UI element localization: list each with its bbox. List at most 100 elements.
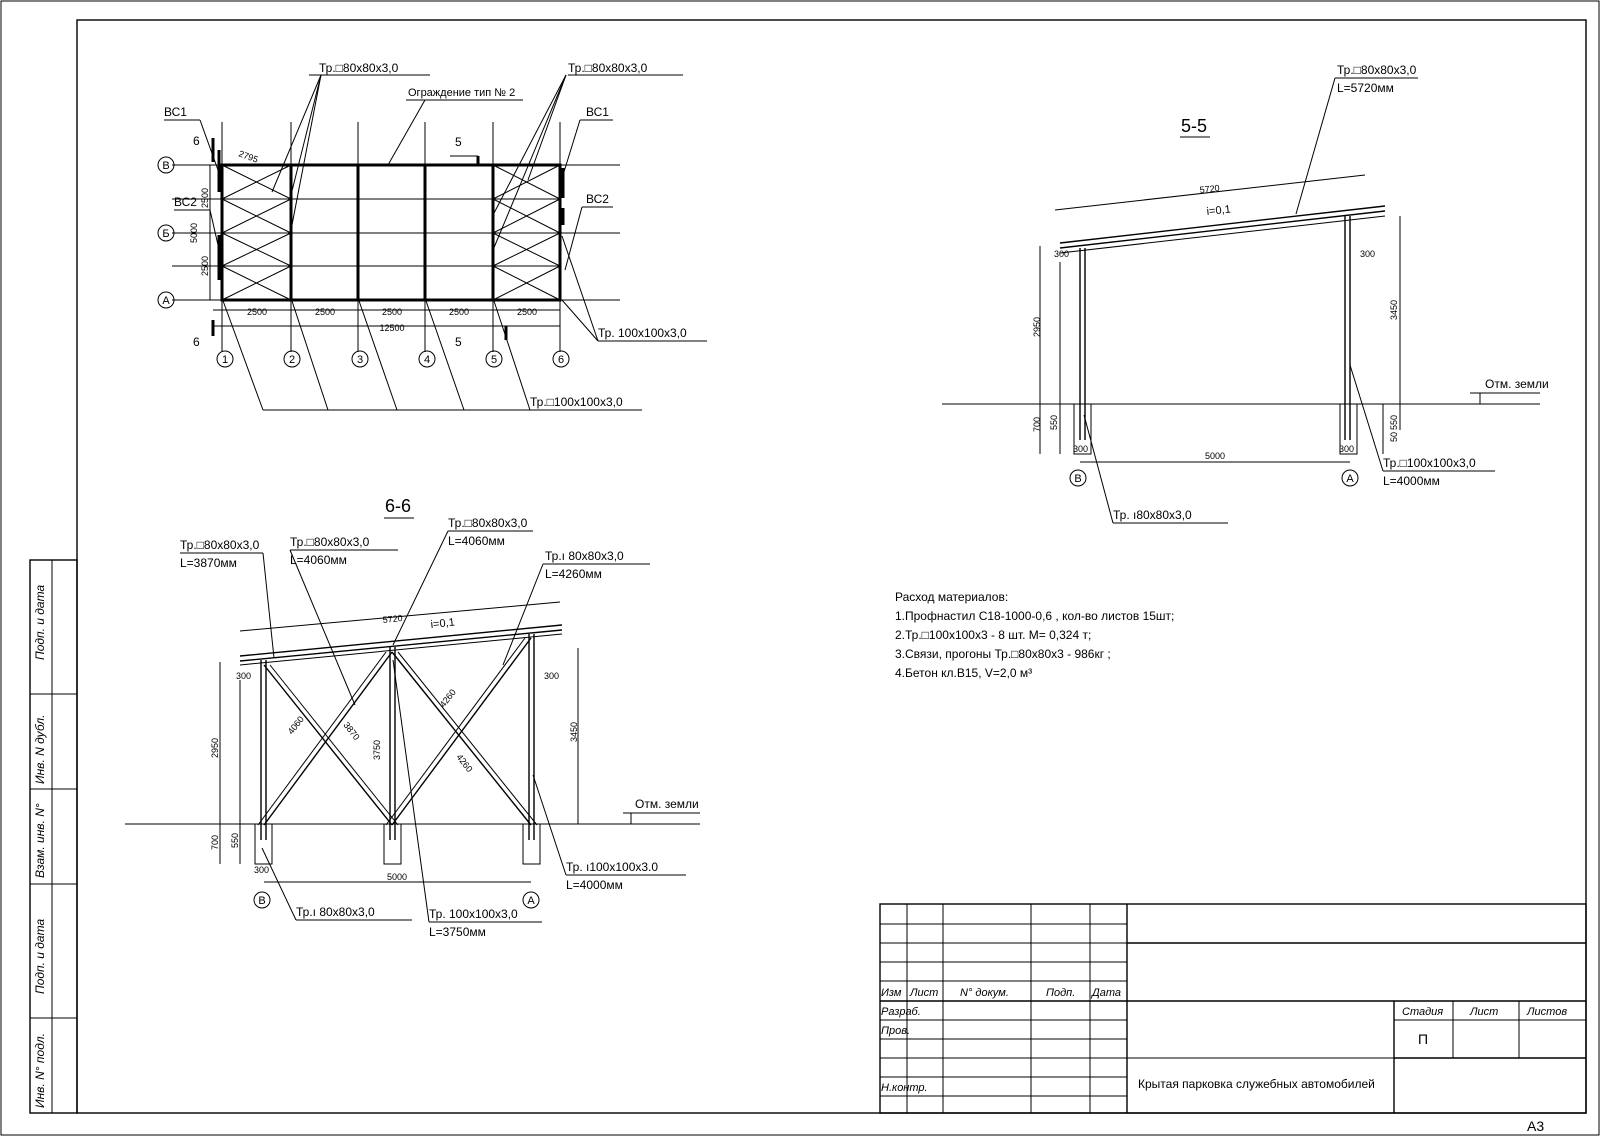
- section66-dim-4260: 4260: [438, 687, 458, 709]
- section66-dim-2950: 2950: [210, 738, 220, 758]
- section66-tube-b: Тр.□80х80х3,0: [290, 535, 370, 549]
- sidebar-field-2: Инв. N дубл.: [33, 715, 47, 784]
- section66-tube-bottom-mid: Тр. 100х100х3,0: [429, 907, 518, 921]
- plan-axis-col-3: 3: [357, 354, 363, 366]
- section66-tube-d: Тр.ı 80х80х3,0: [545, 549, 624, 563]
- section55-dim-300-right: 300: [1360, 249, 1375, 259]
- sidebar-field-5: Инв. N° подл.: [33, 1033, 47, 1108]
- stamp-sheets-header: Листов: [1526, 1006, 1567, 1018]
- section55-tube-top: Тр.□80х80х3,0: [1337, 63, 1417, 77]
- section66-tube-b-len: L=4060мм: [290, 553, 347, 567]
- section66-dim-3870: 3870: [341, 720, 361, 742]
- stamp-header-doc: N° докум.: [960, 987, 1009, 999]
- section66-tube-bottom-mid-len: L=3750мм: [429, 925, 486, 939]
- section55-dim-550-right: 550: [1389, 415, 1399, 430]
- section66-tube-c-len: L=4060мм: [448, 534, 505, 548]
- materials-title: Расход материалов:: [895, 590, 1008, 604]
- plan-label-tube80-left: Тр.□80х80х3,0: [319, 61, 399, 75]
- stamp-header-date: Дата: [1090, 987, 1121, 999]
- section55-span: 5720: [1199, 183, 1220, 195]
- plan-label-tube80-right: Тр.□80х80х3,0: [568, 61, 648, 75]
- section66-dim-4260b: 4260: [454, 752, 474, 774]
- section66-tube-d-len: L=4260мм: [545, 567, 602, 581]
- section66-tube-col-right-len: L=4000мм: [566, 878, 623, 892]
- plan-axis-col-1: 1: [222, 354, 228, 366]
- section55-ground: Отм. земли: [1485, 377, 1549, 391]
- plan-axis-row-v: В: [162, 160, 169, 172]
- sidebar-stamp: Подп. и дата Инв. N дубл. Взам. инв. N° …: [29, 559, 78, 1114]
- stamp-role-developer: Разраб.: [881, 1006, 921, 1018]
- plan-dim-col-5: 2500: [517, 307, 537, 317]
- section66-tube-a-len: L=3870мм: [180, 556, 237, 570]
- plan-axis-col-6: 6: [558, 354, 564, 366]
- section55-dim-700: 700: [1032, 417, 1042, 432]
- plan-dim-diag: 2795: [237, 148, 259, 164]
- plan-dim-col-3: 2500: [382, 307, 402, 317]
- plan-section-6-top: 6: [193, 134, 200, 148]
- stamp-role-norm: Н.контр.: [881, 1082, 928, 1094]
- section55-dim-2950: 2950: [1032, 317, 1042, 337]
- section66-ground: Отм. земли: [635, 797, 699, 811]
- stamp-stage-value: П: [1418, 1031, 1428, 1047]
- section66-dim-700: 700: [210, 835, 220, 850]
- plan-axis-col-4: 4: [424, 354, 430, 366]
- materials-item-3: 3.Связи, прогоны Тр.□80х80х3 - 986кг ;: [895, 647, 1111, 661]
- section55-dim-550-left: 550: [1049, 415, 1059, 430]
- plan-label-tube100-bottom: Тр.□100х100х3,0: [530, 395, 623, 409]
- materials-item-4: 4.Бетон кл.В15, V=2,0 м³: [895, 666, 1032, 680]
- plan-dim-row-2: 5000: [189, 223, 199, 243]
- section55-axis-left: В: [1074, 473, 1081, 485]
- section66-dim-300-base: 300: [254, 865, 269, 875]
- plan-dim-col-4: 2500: [449, 307, 469, 317]
- section-5-5: 5-5 5720 i=0,1 Отм. земли 300 300 2950 3…: [942, 63, 1549, 524]
- plan-label-vs1-right: ВС1: [586, 105, 609, 119]
- section66-axis-left: В: [258, 895, 265, 907]
- plan-label-vs1-left: ВС1: [164, 105, 187, 119]
- section66-dim-300-left: 300: [236, 671, 251, 681]
- section-6-6: 6-6 5720 i=0,1 Отм. земли: [125, 496, 700, 939]
- section55-tube-top-len: L=5720мм: [1337, 81, 1394, 95]
- section66-dim-550: 550: [230, 833, 240, 848]
- materials-item-2: 2.Тр.□100х100х3 - 8 шт. М= 0,324 т;: [895, 628, 1091, 642]
- plan-section-5-bottom: 5: [455, 335, 462, 349]
- section66-slope: i=0,1: [430, 617, 455, 631]
- materials-item-1: 1.Профнастил С18-1000-0,6 , кол-во листо…: [895, 609, 1174, 623]
- section66-dim-5000: 5000: [387, 872, 407, 882]
- plan-axis-col-2: 2: [289, 354, 295, 366]
- stamp-stage-header: Стадия: [1402, 1006, 1443, 1018]
- section66-title: 6-6: [385, 496, 411, 516]
- plan-axis-row-a: А: [162, 295, 170, 307]
- section55-dim-50: 50: [1389, 432, 1399, 442]
- section55-slope: i=0,1: [1206, 204, 1231, 218]
- section66-dim-3750: 3750: [372, 740, 382, 760]
- plan-dim-col-2: 2500: [315, 307, 335, 317]
- plan-axis-col-5: 5: [491, 354, 497, 366]
- section55-title: 5-5: [1181, 116, 1207, 136]
- section66-dim-4060: 4060: [286, 714, 306, 736]
- section55-dim-300-base-left: 300: [1073, 444, 1088, 454]
- plan-section-6-bottom: 6: [193, 335, 200, 349]
- section55-tube-col-len: L=4000мм: [1383, 474, 1440, 488]
- section55-dim-5000: 5000: [1205, 451, 1225, 461]
- section66-span: 5720: [382, 613, 403, 625]
- stamp-sheet-header: Лист: [1469, 1006, 1498, 1018]
- section55-tube-col: Тр.□100х100х3,0: [1383, 456, 1476, 470]
- sidebar-field-1: Подп. и дата: [33, 585, 47, 660]
- plan-label-tube100-right: Тр. 100х100х3,0: [598, 326, 687, 340]
- plan-label-vs2-right: ВС2: [586, 192, 609, 206]
- stamp-header-list: Лист: [909, 987, 938, 999]
- section66-dim-3450: 3450: [569, 722, 579, 742]
- title-block: Изм Лист N° докум. Подп. Дата Разраб. Пр…: [879, 903, 1587, 1114]
- section55-dim-300-left: 300: [1054, 249, 1069, 259]
- plan-axis-row-b: Б: [162, 228, 169, 240]
- plan-dim-col-1: 2500: [247, 307, 267, 317]
- section66-dim-300-right: 300: [544, 671, 559, 681]
- section55-tube-brace: Тр. ı80х80х3,0: [1113, 508, 1192, 522]
- plan-dim-row-1: 2500: [200, 188, 210, 208]
- sidebar-field-3: Взам. инв. N°: [33, 803, 47, 878]
- plan-dim-total: 12500: [379, 323, 404, 333]
- plan-label-fence: Ограждение тип № 2: [408, 87, 515, 99]
- stamp-role-checker: Пров.: [881, 1025, 910, 1037]
- section66-tube-bottom-left: Тр.ı 80х80х3,0: [296, 905, 375, 919]
- stamp-project-title: Крытая парковка служебных автомобилей: [1138, 1077, 1375, 1091]
